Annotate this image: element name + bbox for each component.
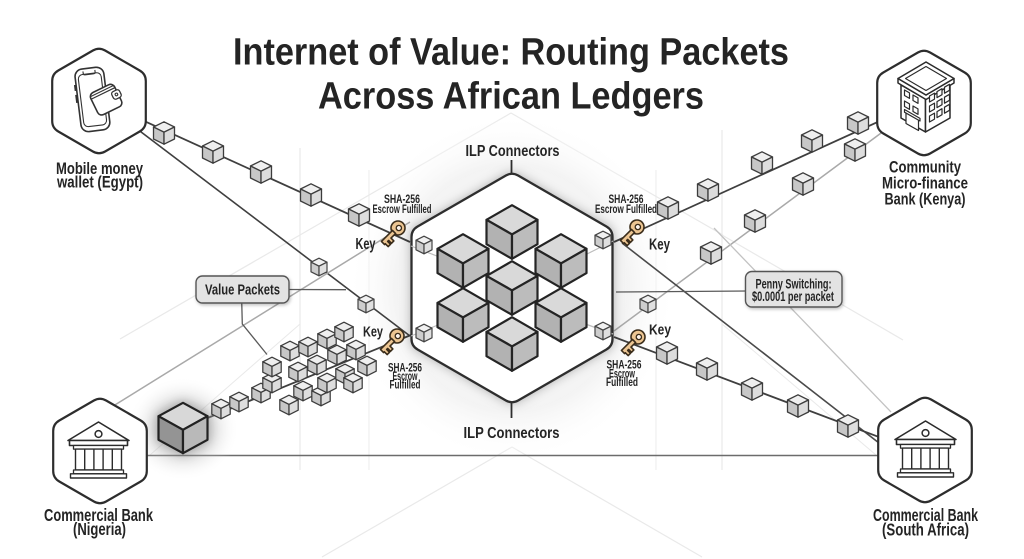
svg-text:Bank (Kenya): Bank (Kenya) bbox=[885, 190, 966, 209]
svg-text:Penny Switching:: Penny Switching: bbox=[756, 277, 832, 292]
svg-text:Escrow Fulfilled: Escrow Fulfilled bbox=[373, 202, 432, 216]
svg-text:Escrow: Escrow bbox=[393, 371, 418, 383]
svg-text:Key: Key bbox=[356, 236, 376, 253]
svg-text:Mobile money: Mobile money bbox=[56, 159, 143, 178]
svg-text:Key: Key bbox=[649, 322, 672, 339]
svg-text:SHA-256: SHA-256 bbox=[607, 360, 642, 372]
svg-text:(South Africa): (South Africa) bbox=[882, 520, 969, 540]
svg-text:wallet (Egypt): wallet (Egypt) bbox=[56, 173, 143, 192]
svg-text:(Nigeria): (Nigeria) bbox=[73, 519, 126, 539]
svg-text:Escrow: Escrow bbox=[609, 368, 635, 380]
svg-text:Value Packets: Value Packets bbox=[205, 283, 280, 299]
svg-text:Key: Key bbox=[363, 324, 383, 341]
svg-text:Micro-finance: Micro-finance bbox=[882, 174, 968, 193]
svg-text:Commercial Bank: Commercial Bank bbox=[44, 505, 153, 525]
svg-text:Fulfilled: Fulfilled bbox=[606, 377, 638, 389]
svg-text:Escrow Fulfilled: Escrow Fulfilled bbox=[595, 202, 657, 216]
svg-text:SHA-256: SHA-256 bbox=[384, 192, 420, 206]
svg-text:Community: Community bbox=[889, 158, 961, 177]
svg-text:SHA-256: SHA-256 bbox=[609, 192, 644, 206]
svg-text:SHA-256: SHA-256 bbox=[388, 363, 422, 375]
svg-text:Key: Key bbox=[649, 237, 670, 254]
svg-text:$0.0001 per packet: $0.0001 per packet bbox=[752, 289, 834, 304]
svg-text:Internet of Value: Routing Pac: Internet of Value: Routing Packets bbox=[233, 32, 789, 74]
svg-text:Across African Ledgers: Across African Ledgers bbox=[318, 76, 704, 118]
svg-text:Fulfilled: Fulfilled bbox=[390, 379, 421, 391]
svg-text:ILP Connectors: ILP Connectors bbox=[466, 143, 560, 160]
svg-text:ILP Connectors: ILP Connectors bbox=[464, 425, 560, 442]
svg-text:Commercial Bank: Commercial Bank bbox=[873, 505, 978, 525]
